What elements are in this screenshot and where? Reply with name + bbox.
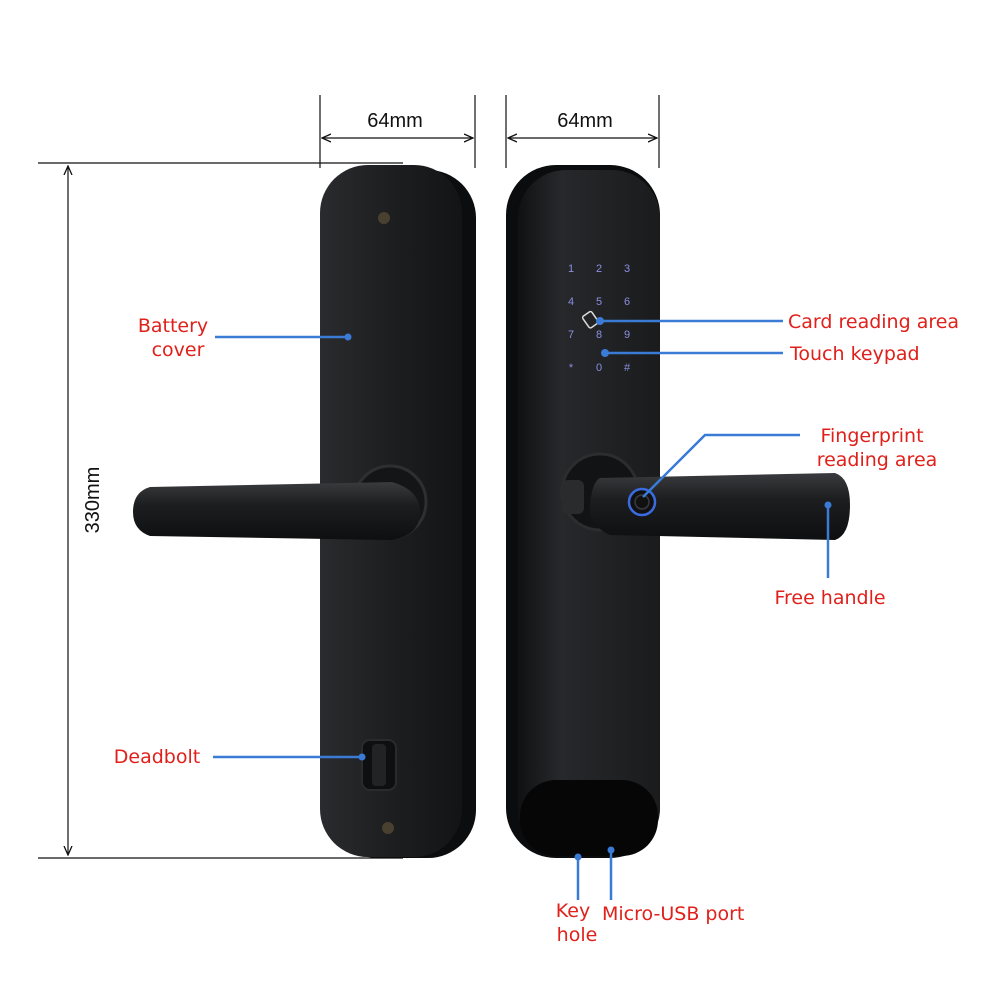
svg-text:Deadbolt: Deadbolt bbox=[114, 746, 200, 768]
free-handle bbox=[589, 473, 850, 540]
label-deadbolt: Deadbolt bbox=[114, 746, 366, 768]
width-label-right: 64mm bbox=[557, 110, 613, 132]
svg-text:Free handle: Free handle bbox=[774, 587, 885, 609]
inside-lock-body bbox=[133, 165, 476, 858]
svg-text:Micro-USB port: Micro-USB port bbox=[602, 903, 744, 925]
screw-icon bbox=[378, 212, 390, 224]
width-dimension-right: 64mm bbox=[505, 95, 660, 168]
label-battery-cover: Battery cover bbox=[138, 315, 352, 361]
svg-text:reading area: reading area bbox=[817, 449, 938, 471]
label-touch-keypad: Touch keypad bbox=[601, 343, 920, 365]
svg-text:Fingerprint: Fingerprint bbox=[820, 425, 923, 447]
keypad-key[interactable]: 2 bbox=[596, 263, 602, 275]
svg-text:Key: Key bbox=[556, 900, 590, 922]
height-label: 330mm bbox=[82, 467, 104, 534]
label-micro-usb-port: Micro-USB port bbox=[602, 846, 744, 925]
card-icon bbox=[581, 310, 599, 329]
svg-text:Touch keypad: Touch keypad bbox=[789, 343, 920, 365]
deadbolt-knob bbox=[361, 739, 397, 791]
label-key-hole: Key hole bbox=[556, 853, 598, 946]
svg-text:hole: hole bbox=[557, 924, 598, 946]
keypad-key[interactable]: 3 bbox=[624, 263, 630, 275]
keypad-key[interactable]: 8 bbox=[596, 329, 602, 341]
keypad-key[interactable]: 9 bbox=[624, 329, 630, 341]
keypad-key[interactable]: 4 bbox=[568, 296, 574, 308]
keypad-key[interactable]: 0 bbox=[596, 362, 602, 374]
keypad-key[interactable]: 6 bbox=[624, 296, 630, 308]
touch-keypad[interactable]: 1 2 3 4 5 6 7 8 9 * 0 # bbox=[568, 263, 631, 374]
bottom-panel bbox=[520, 780, 658, 856]
inside-handle bbox=[133, 482, 420, 540]
keypad-key[interactable]: * bbox=[569, 362, 574, 374]
keypad-key[interactable]: # bbox=[624, 362, 631, 374]
width-dimension-left: 64mm bbox=[319, 95, 476, 168]
keypad-key[interactable]: 7 bbox=[568, 329, 574, 341]
outside-lock-body: 1 2 3 4 5 6 7 8 9 * 0 # bbox=[506, 165, 850, 858]
label-fingerprint: Fingerprint reading area bbox=[642, 425, 938, 498]
label-free-handle: Free handle bbox=[774, 501, 886, 609]
fingerprint-sensor bbox=[627, 487, 657, 517]
svg-text:Battery: Battery bbox=[138, 315, 208, 337]
width-label-left: 64mm bbox=[367, 110, 423, 132]
keypad-key[interactable]: 1 bbox=[568, 263, 574, 275]
svg-text:cover: cover bbox=[152, 339, 205, 361]
keypad-key[interactable]: 5 bbox=[596, 296, 602, 308]
label-card-reading-area: Card reading area bbox=[596, 311, 959, 333]
screw-icon bbox=[382, 822, 394, 834]
svg-text:Card reading area: Card reading area bbox=[788, 311, 959, 333]
height-dimension: 330mm bbox=[38, 162, 403, 859]
